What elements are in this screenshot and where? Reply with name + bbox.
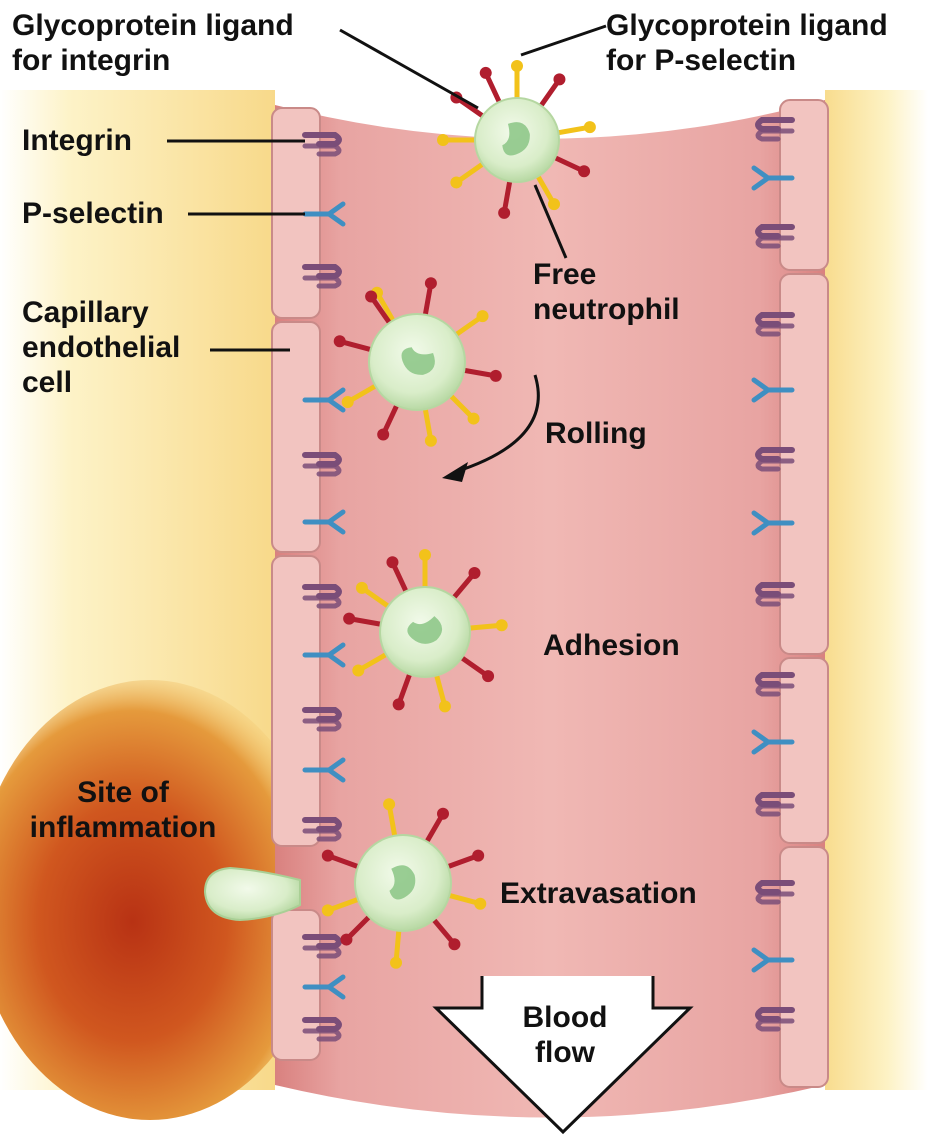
label-adhesion: Adhesion: [543, 628, 680, 663]
label-glycoprotein-pselectin: Glycoprotein ligand for P-selectin: [606, 8, 888, 78]
label-line: inflammation: [8, 810, 238, 845]
label-line: Blood: [500, 1000, 630, 1035]
label-line: cell: [22, 365, 180, 400]
label-line: flow: [500, 1035, 630, 1070]
label-rolling: Rolling: [545, 416, 647, 451]
right-tissue: [825, 90, 928, 1090]
label-integrin: Integrin: [22, 123, 132, 158]
label-site-of-inflammation: Site of inflammation: [8, 775, 238, 845]
label-line: endothelial: [22, 330, 180, 365]
label-line: Glycoprotein ligand: [606, 8, 888, 43]
label-line: for integrin: [12, 43, 294, 78]
label-line: Glycoprotein ligand: [12, 8, 294, 43]
label-line: Free: [533, 257, 680, 292]
vessel-lumen: [275, 100, 825, 1118]
pseudopod: [205, 868, 300, 920]
label-extravasation: Extravasation: [500, 876, 697, 911]
label-line: neutrophil: [533, 292, 680, 327]
label-free-neutrophil: Free neutrophil: [533, 257, 680, 327]
label-pselectin: P-selectin: [22, 196, 164, 231]
label-line: Site of: [8, 775, 238, 810]
label-blood-flow: Blood flow: [500, 1000, 630, 1070]
label-line: Capillary: [22, 295, 180, 330]
label-capillary-endothelial-cell: Capillary endothelial cell: [22, 295, 180, 400]
label-line: for P-selectin: [606, 43, 888, 78]
label-glycoprotein-integrin: Glycoprotein ligand for integrin: [12, 8, 294, 78]
